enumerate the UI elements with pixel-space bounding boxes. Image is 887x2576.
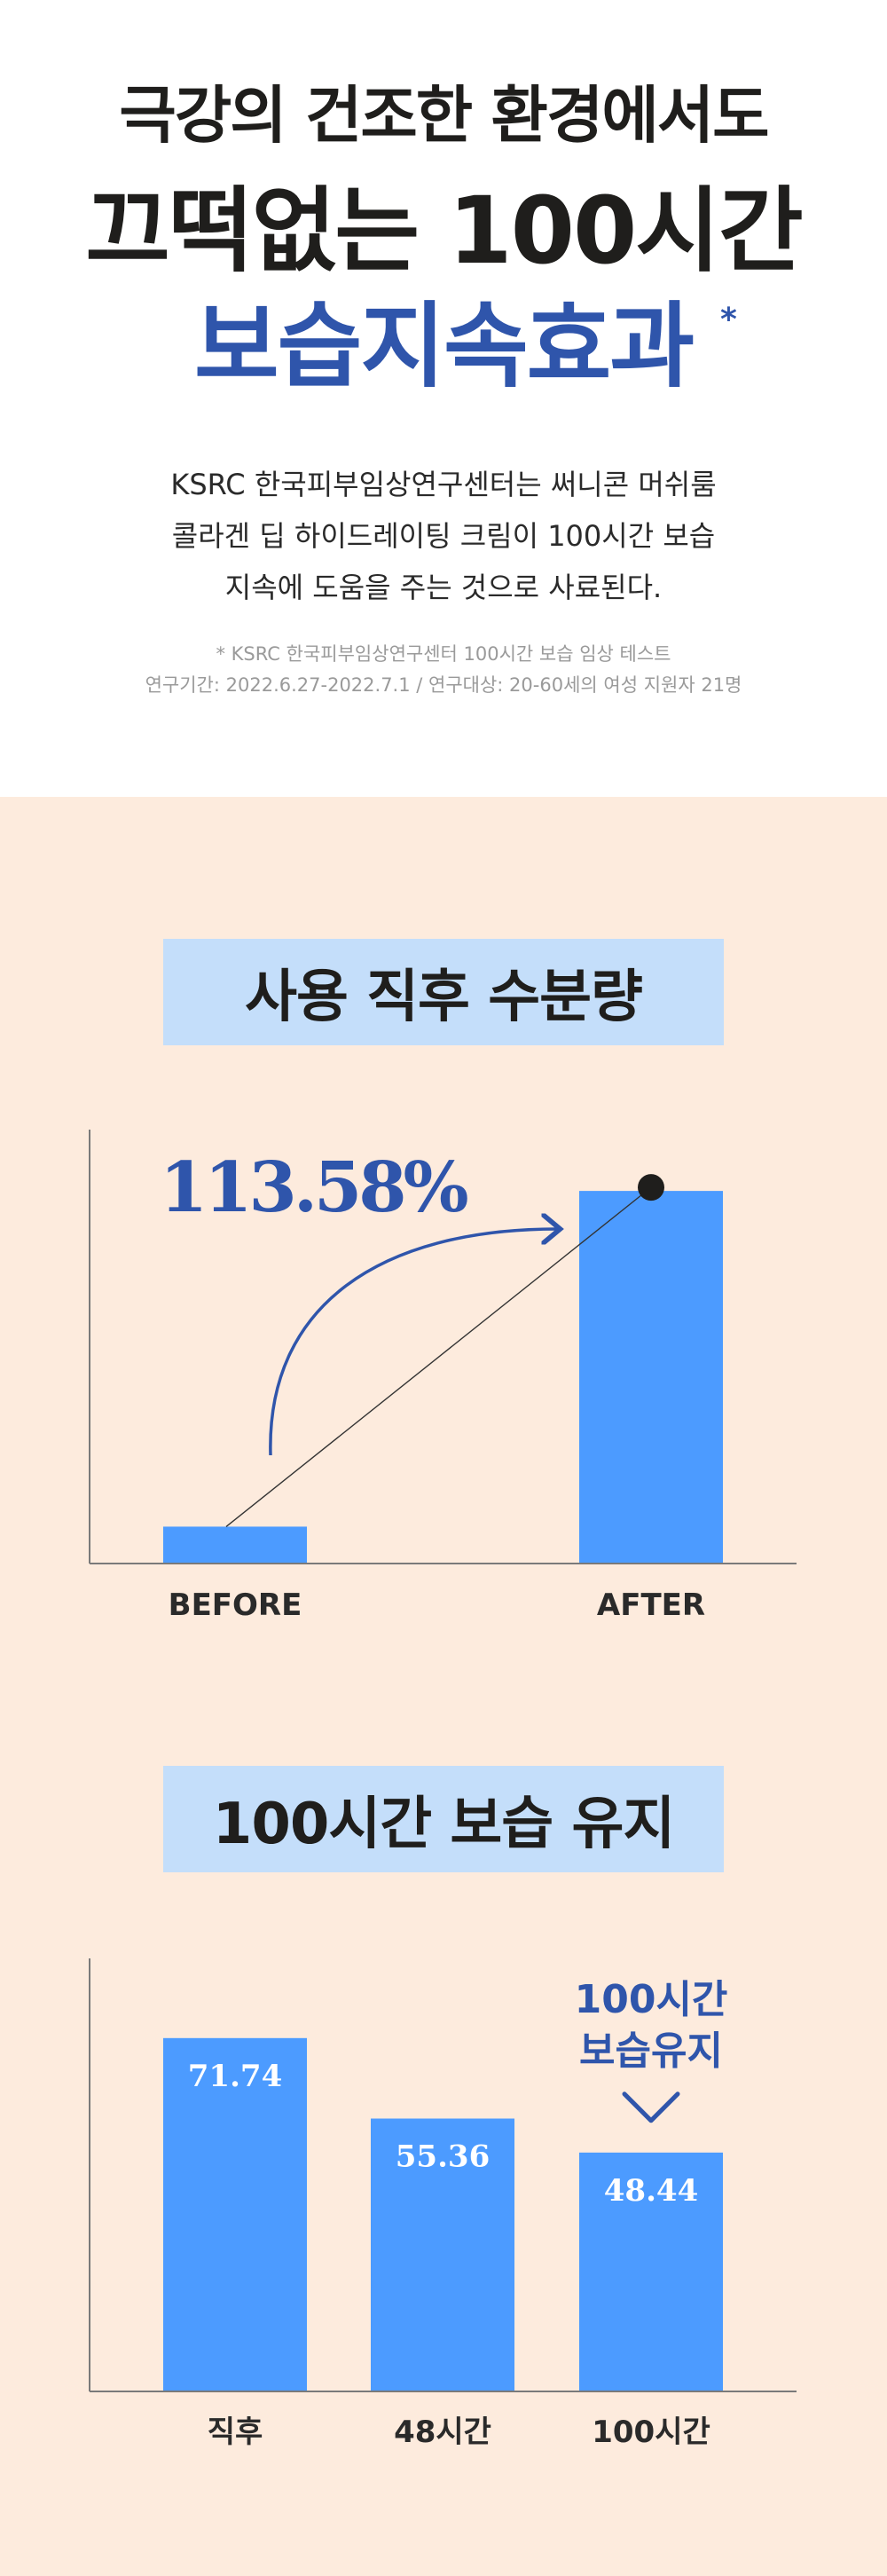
chart-1-plot: BEFORE AFTER 113.58% [160, 1147, 723, 1623]
chart-1-bar-before [163, 1526, 307, 1563]
footnote-asterisk: * [720, 302, 737, 338]
headline-line-2: 끄떡없는 100시간 [85, 177, 803, 285]
chart-1-trend-line [225, 1186, 652, 1527]
chart-2-annotation-line-1: 100시간 [575, 1977, 728, 2022]
chart-1-x-label-before: BEFORE [169, 1587, 302, 1623]
chart-1-after-dot [638, 1174, 664, 1201]
footnote-line-2: 연구기간: 2022.6.27-2022.7.1 / 연구대상: 20-60세의… [145, 674, 742, 696]
chart-1-percent-label: 113.58% [160, 1147, 468, 1228]
chart-2-x-label-1: 직후 [208, 2415, 263, 2450]
chart-1-bar-after [579, 1191, 723, 1563]
description-line-2: 콜라겐 딥 하이드레이팅 크림이 100시간 보습 [171, 519, 716, 553]
chart-2-x-label-2: 48시간 [394, 2415, 491, 2450]
chevron-down-icon [622, 2092, 680, 2123]
headline-line-1: 극강의 건조한 환경에서도 [119, 79, 769, 152]
chart-2-value-label-2: 55.36 [396, 2139, 490, 2174]
headline-line-3: 보습지속효과 [193, 292, 695, 400]
chart-2-value-label-3: 48.44 [604, 2173, 698, 2209]
chart-2-bar-3 [579, 2152, 723, 2391]
chart-2-title: 100시간 보습 유지 [163, 1766, 724, 1872]
chart-2-annotation-line-2: 보습유지 [579, 2029, 723, 2074]
description-line-3: 지속에 도움을 주는 것으로 사료된다. [224, 571, 663, 604]
footnote-line-1: * KSRC 한국피부임상연구센터 100시간 보습 임상 테스트 [216, 643, 671, 665]
chart-2-value-label-1: 71.74 [188, 2059, 282, 2094]
chart-2-bar-1 [163, 2037, 307, 2391]
chart-1-growth-arrow [269, 1229, 557, 1456]
chart-1-title: 사용 직후 수분량 [163, 939, 724, 1045]
chart-1-x-label-after: AFTER [597, 1587, 705, 1623]
chart-2-x-label-3: 100시간 [592, 2415, 710, 2450]
description-line-1: KSRC 한국피부임상연구센터는 써니콘 머쉬룸 [170, 468, 717, 501]
header-section: 극강의 건조한 환경에서도 끄떡없는 100시간 보습지속효과 * KSRC 한… [0, 0, 887, 797]
chart-2-bar-2 [371, 2118, 514, 2391]
